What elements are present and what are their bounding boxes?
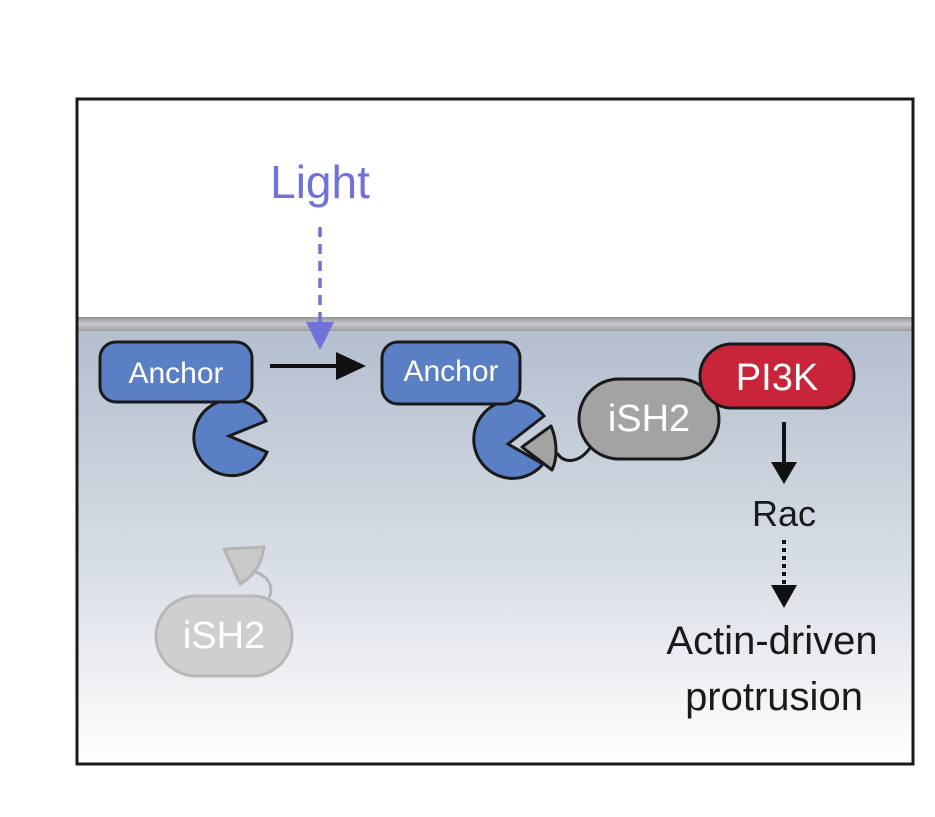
anchor-right-group: Anchor bbox=[380, 340, 547, 480]
anchor-left-box bbox=[98, 340, 254, 404]
pi3k-label: PI3K bbox=[736, 357, 818, 399]
ish2-free-label: iSH2 bbox=[183, 615, 265, 657]
ish2-free-box bbox=[154, 594, 294, 678]
light-label: Light bbox=[270, 156, 370, 208]
panel-border bbox=[75, 97, 915, 766]
ish2-free-wedge bbox=[222, 545, 266, 586]
anchor-right-receptor bbox=[472, 398, 547, 480]
pi3k-to-rac-arrowhead bbox=[771, 462, 797, 484]
extracellular-space bbox=[77, 99, 913, 317]
light-stimulus: Light bbox=[270, 156, 370, 350]
anchor-left-receptor bbox=[192, 398, 269, 478]
rac-to-actin-arrowhead bbox=[771, 585, 797, 608]
ish2-free-group: iSH2 bbox=[154, 545, 294, 678]
ish2-bound-wedge bbox=[520, 424, 558, 472]
plasma-membrane bbox=[77, 317, 913, 331]
anchor-left-label: Anchor bbox=[128, 357, 223, 390]
anchor-right-box bbox=[380, 340, 522, 406]
ish2-bound-linker bbox=[555, 447, 592, 462]
anchor-left-group: Anchor bbox=[98, 340, 269, 478]
downstream-pathway: Rac Actin-driven protrusion bbox=[666, 422, 878, 719]
outcome-label-line2: protrusion bbox=[685, 675, 863, 719]
activation-arrowhead bbox=[336, 352, 366, 380]
ish2-bound-group: iSH2 bbox=[520, 377, 721, 472]
light-arrowhead bbox=[306, 322, 334, 350]
outcome-label-line1: Actin-driven bbox=[666, 619, 877, 663]
rac-label: Rac bbox=[752, 493, 816, 534]
activation-arrow bbox=[270, 352, 366, 380]
anchor-right-label: Anchor bbox=[403, 355, 498, 388]
pi3k-box bbox=[698, 342, 856, 410]
ish2-bound-label: iSH2 bbox=[608, 398, 690, 440]
pi3k-group: PI3K bbox=[698, 342, 856, 410]
ish2-bound-box bbox=[577, 377, 721, 461]
